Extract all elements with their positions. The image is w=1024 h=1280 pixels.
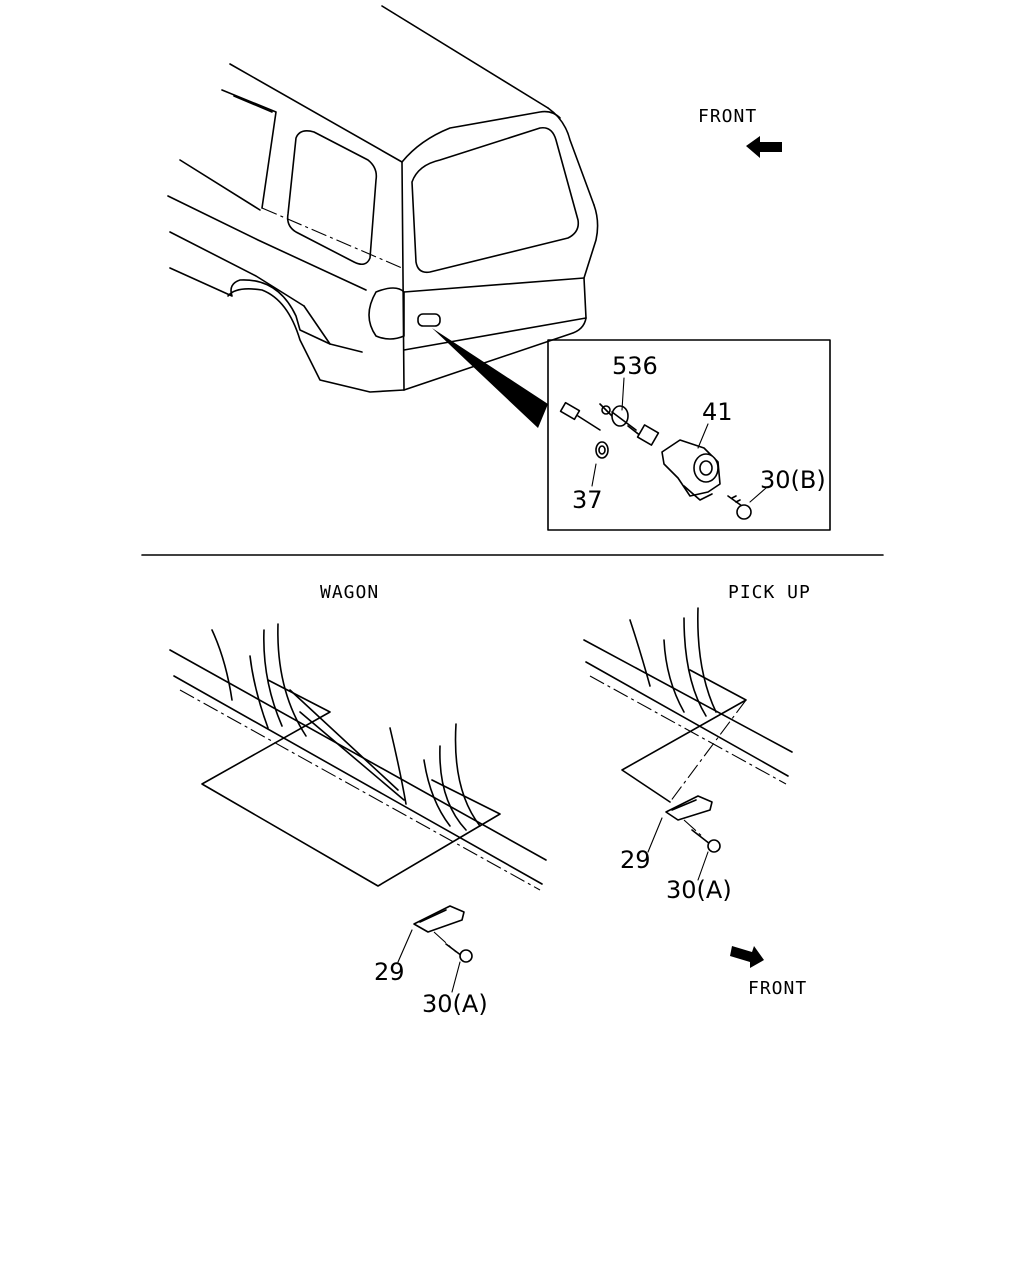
pickup-label: PICK UP (728, 582, 811, 603)
grommet-ring (595, 441, 609, 459)
front-arrow-top-icon (746, 136, 782, 158)
detail-inset-box (547, 339, 831, 531)
wagon-label: WAGON (320, 582, 379, 603)
lamp-unit (661, 439, 721, 501)
front-arrow-bottom-icon (730, 946, 764, 968)
pickup-sill-illustration (583, 607, 793, 803)
callout-30b: 30(B) (760, 466, 826, 494)
callout-29-pickup: 29 (620, 846, 651, 874)
harness-connector (559, 401, 660, 446)
wagon-sill-illustration (169, 623, 547, 891)
screw-b (727, 495, 752, 520)
wagon-screw (433, 931, 473, 963)
callout-30a-pickup: 30(A) (666, 876, 732, 904)
pickup-step-clip (665, 795, 713, 821)
front-label-top: FRONT (698, 106, 757, 127)
pickup-screw (683, 819, 721, 853)
callout-29-wagon: 29 (374, 958, 405, 986)
callout-41: 41 (702, 398, 733, 426)
vehicle-rear-illustration (167, 5, 599, 428)
front-label-bottom: FRONT (748, 978, 807, 999)
wagon-step-clip (413, 905, 465, 933)
callout-37: 37 (572, 486, 603, 514)
callout-30a-wagon: 30(A) (422, 990, 488, 1018)
callout-536: 536 (612, 352, 658, 380)
